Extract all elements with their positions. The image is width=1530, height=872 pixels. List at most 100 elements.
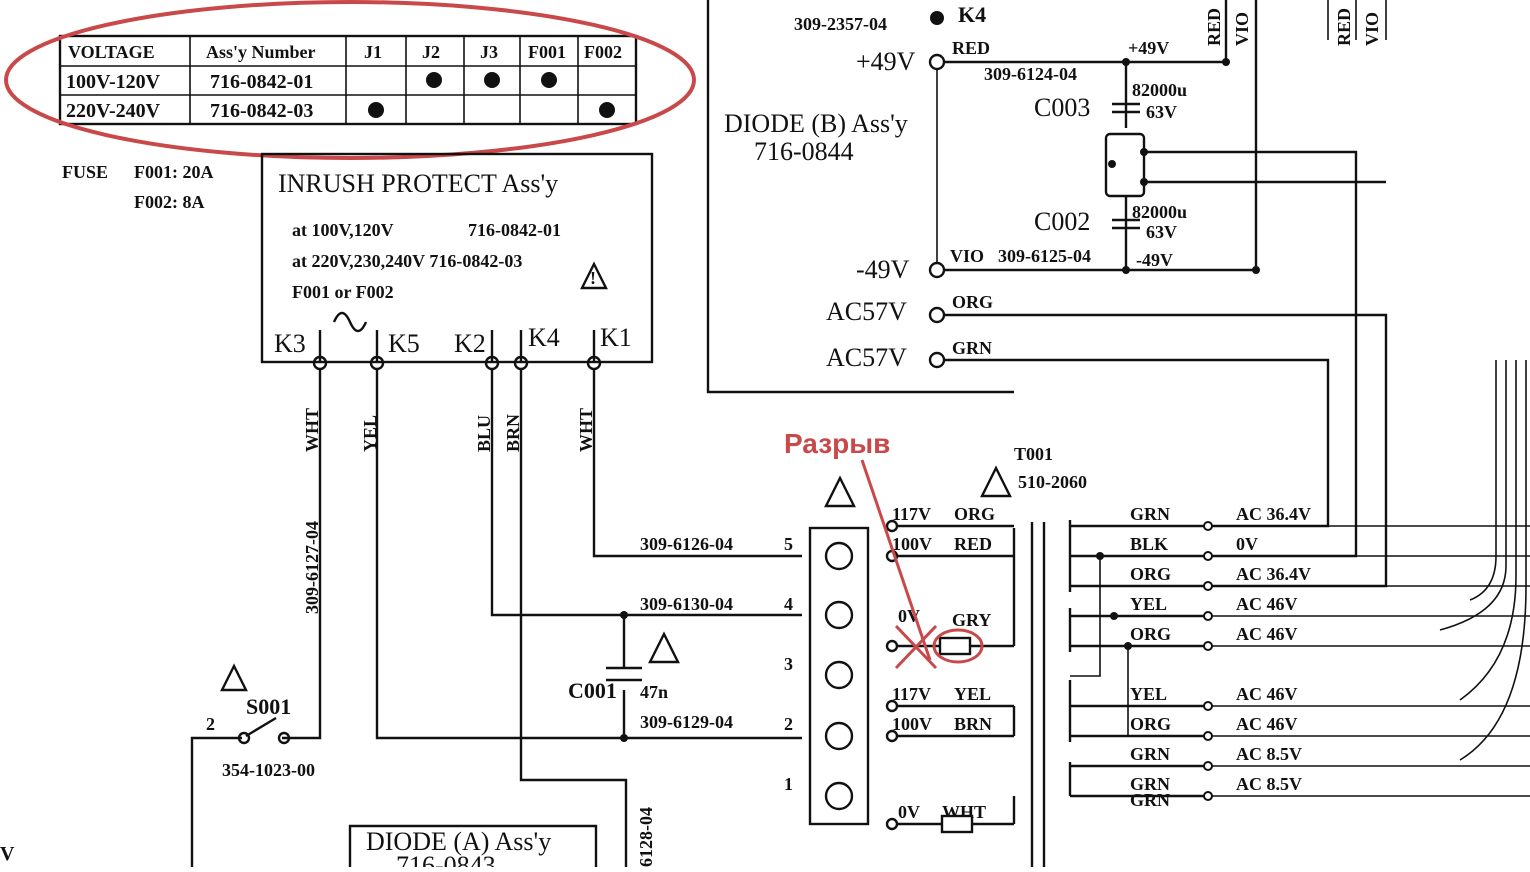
c002-voltage: 63V <box>1146 222 1177 242</box>
transformer-secondary-color: GRN <box>1130 790 1170 810</box>
diode-b-title: DIODE (B) Ass'y <box>724 109 908 138</box>
transformer-secondary-color: GRN <box>1130 774 1170 794</box>
edge-text: V <box>0 843 15 865</box>
transformer-secondary-color: YEL <box>1130 594 1167 614</box>
diode-b-part: 716-0844 <box>754 137 854 166</box>
cable-label-6129: 309-6129-04 <box>640 712 733 732</box>
transformer-secondary-color: ORG <box>1130 624 1171 644</box>
wire-red-49: RED <box>952 38 990 58</box>
warning-triangle-icon <box>824 475 856 508</box>
connector-pin-4: 4 <box>784 594 793 614</box>
plus49-label: +49V <box>856 47 916 76</box>
table-jumper-dot <box>599 102 615 118</box>
transformer-primary-voltage: 100V <box>892 714 932 734</box>
warning-triangle-icon <box>980 465 1012 498</box>
table-header-j1: J1 <box>364 42 382 62</box>
connector-pin-5: 5 <box>784 534 793 554</box>
diode-b-assy: DIODE (B) Ass'y 716-0844 309-2357-04 K4 … <box>706 0 1527 761</box>
wire-label-yel: YEL <box>360 415 380 452</box>
table-header-voltage: VOLTAGE <box>68 42 155 62</box>
transformer-primary-color: GRY <box>952 610 991 630</box>
table-jumper-dot <box>368 102 384 118</box>
cable-label-6128: 6128-04 <box>636 807 656 867</box>
minus49-label: -49V <box>856 255 910 284</box>
terminal-k1: K1 <box>600 323 632 352</box>
transformer-primary-color: BRN <box>954 714 992 734</box>
cable-label-6125: 309-6125-04 <box>998 246 1091 266</box>
table-row2-assy: 716-0842-03 <box>210 100 313 122</box>
ac57-label-2: AC57V <box>826 343 907 372</box>
transformer-primary-voltage: 0V <box>898 802 920 822</box>
transformer-secondary-color: BLK <box>1130 534 1168 554</box>
annotation-ellipse-table <box>4 0 696 160</box>
minus49-right-label: -49V <box>1136 250 1173 270</box>
transformer-secondary-voltage: AC 46V <box>1236 594 1298 614</box>
transformer-name: T001 <box>1014 444 1053 464</box>
table-jumper-dot <box>484 72 500 88</box>
table-header-j3: J3 <box>480 42 498 62</box>
diode-a-title: DIODE (A) Ass'y <box>366 827 551 856</box>
top-label-vio-2: VIO <box>1362 12 1382 46</box>
connector-pin-3: 3 <box>784 654 793 674</box>
transformer-part: 510-2060 <box>1018 472 1087 492</box>
voltage-table: VOLTAGE Ass'y Number J1 J2 J3 F001 F002 … <box>58 34 638 126</box>
c003-voltage: 63V <box>1146 102 1177 122</box>
switch-part: 354-1023-00 <box>222 760 315 780</box>
diode-a-assy: DIODE (A) Ass'y 716-0843 <box>348 824 598 872</box>
wire-label-wht-k3: WHT <box>302 408 322 452</box>
capacitor-c003: C003 <box>1034 93 1090 122</box>
k4-part: 309-2357-04 <box>794 14 887 34</box>
inrush-line3: F001 or F002 <box>292 282 394 302</box>
terminal-k4: K4 <box>528 323 560 352</box>
wire-label-blu: BLU <box>474 415 494 452</box>
transformer-primary-voltage: 117V <box>892 504 931 524</box>
cable-label-6124: 309-6124-04 <box>984 64 1077 84</box>
c002-value: 82000u <box>1132 202 1187 222</box>
transformer-secondary-voltage: AC 36.4V <box>1236 564 1311 584</box>
top-label-red-1: RED <box>1204 8 1224 46</box>
terminal-k2: K2 <box>454 329 486 358</box>
transformer-secondary-color: YEL <box>1130 684 1167 704</box>
warning-triangle-icon <box>580 261 608 290</box>
wire-org-ac57: ORG <box>952 292 993 312</box>
warning-mark-inrush: ! <box>590 268 596 288</box>
connector-block: 5 4 3 2 1 <box>784 526 870 826</box>
transformer-primary-color: ORG <box>954 504 995 524</box>
table-header-f002: F002 <box>584 42 622 62</box>
connector-pin-2: 2 <box>784 714 793 734</box>
k4-label: K4 <box>958 2 986 27</box>
table-row2-voltage: 220V-240V <box>66 100 161 122</box>
table-jumper-dot <box>426 72 442 88</box>
transformer-secondary-voltage: AC 36.4V <box>1236 504 1311 524</box>
transformer-primary-voltage: 117V <box>892 684 931 704</box>
table-header-f001: F001 <box>528 42 566 62</box>
inrush-line1-left: at 100V,120V <box>292 220 394 240</box>
wire-label-brn: BRN <box>503 414 523 452</box>
left-wiring <box>190 369 1012 867</box>
capacitor-c001-value: 47n <box>640 682 668 702</box>
transformer-secondary-color: ORG <box>1130 714 1171 734</box>
table-row1-assy: 716-0842-01 <box>210 71 313 93</box>
transformer-primary-color: YEL <box>954 684 991 704</box>
transformer-secondary-color: ORG <box>1130 564 1171 584</box>
transformer-secondary-voltage: AC 46V <box>1236 714 1298 734</box>
fuse-f001: F001: 20A <box>134 162 214 182</box>
ac57-label-1: AC57V <box>826 297 907 326</box>
plus49-right-label: +49V <box>1128 38 1169 58</box>
connector-pin-1: 1 <box>784 774 793 794</box>
transformer-primary-voltage: 100V <box>892 534 932 554</box>
switch-pin: 2 <box>206 714 215 734</box>
inrush-title: INRUSH PROTECT Ass'y <box>278 169 558 198</box>
sine-wave-icon <box>332 311 368 333</box>
wire-vio-49: VIO <box>950 246 984 266</box>
c003-value: 82000u <box>1132 80 1187 100</box>
capacitor-c001: C001 <box>568 678 617 703</box>
inrush-line2: at 220V,230,240V 716-0842-03 <box>292 251 522 271</box>
terminal-k5: K5 <box>388 329 420 358</box>
warning-triangle-icon <box>220 663 248 692</box>
table-header-assy: Ass'y Number <box>206 42 316 62</box>
table-row1-voltage: 100V-120V <box>66 71 161 93</box>
wire-grn-ac57: GRN <box>952 338 992 358</box>
transformer-secondary-voltage: AC 8.5V <box>1236 774 1302 794</box>
